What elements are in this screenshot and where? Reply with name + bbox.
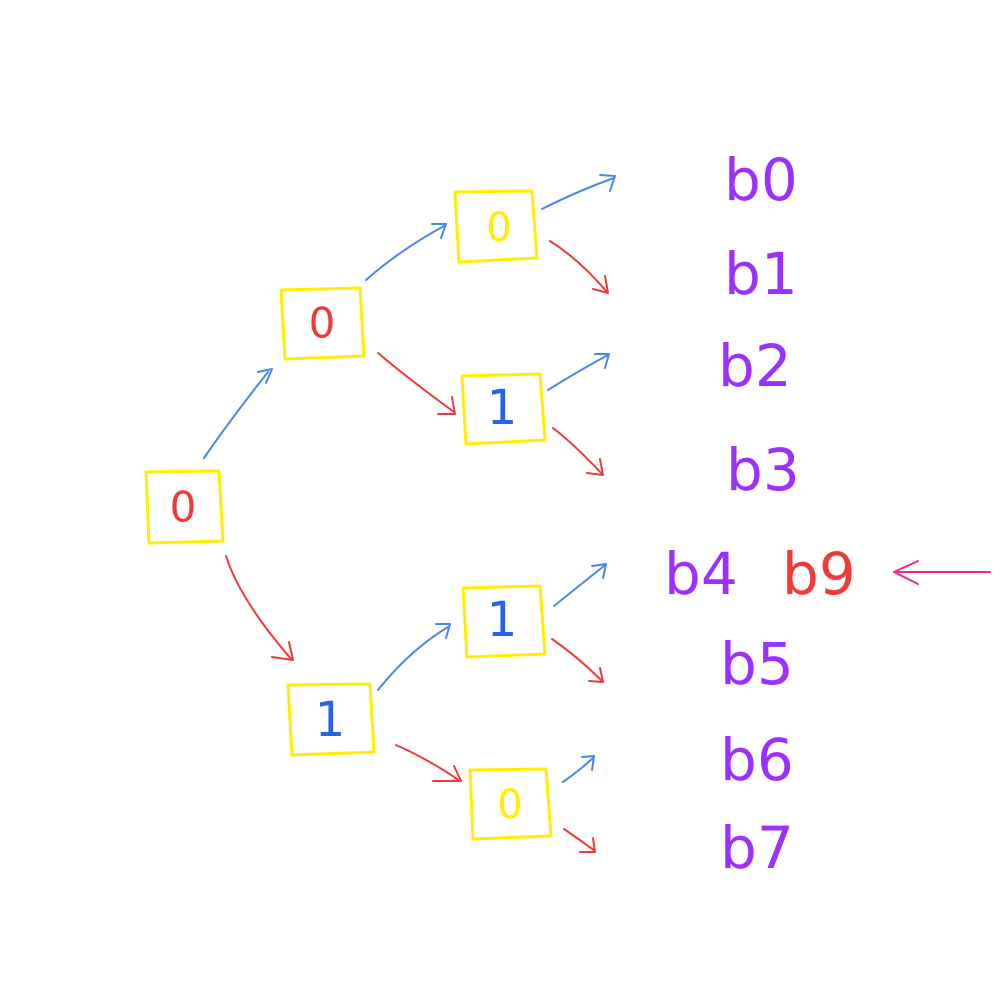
one-edges	[225, 240, 609, 853]
edge-1-11	[395, 744, 462, 782]
node-01: 1	[460, 372, 547, 446]
edge-10-leaf4	[553, 563, 607, 607]
edge-01-leaf3	[552, 427, 604, 476]
edge-11-leaf7	[563, 828, 596, 853]
leaf-b4: b4	[664, 540, 738, 608]
edge-root-1	[225, 555, 294, 661]
leaf-b6: b6	[720, 726, 794, 794]
node-01-label: 1	[487, 380, 518, 436]
leaf-b7: b7	[720, 814, 794, 882]
edge-11-leaf6	[562, 755, 595, 783]
leaf-b3: b3	[726, 436, 800, 504]
node-root-label: 0	[170, 483, 197, 532]
edge-0-00	[365, 223, 447, 281]
node-11: 0	[468, 767, 553, 841]
edge-1-10	[377, 623, 451, 691]
edge-10-leaf5	[551, 638, 604, 683]
pointer-arrow-icon	[893, 560, 991, 585]
node-1: 1	[286, 682, 376, 757]
node-0-label: 0	[309, 299, 336, 348]
leaf-b2: b2	[718, 332, 792, 400]
zero-edges	[203, 174, 616, 783]
leaf-b1: b1	[724, 240, 798, 308]
leaf-b5: b5	[720, 630, 794, 698]
edge-root-0	[203, 368, 273, 459]
node-00-label: 0	[486, 205, 511, 251]
leaf-labels: b0 b1 b2 b3 b4 b9 b5 b6 b7	[664, 146, 856, 882]
node-10: 1	[461, 584, 547, 659]
edge-00-leaf1	[549, 240, 609, 294]
node-1-label: 1	[315, 692, 346, 748]
node-0: 0	[279, 286, 366, 361]
leaf-b0: b0	[724, 146, 798, 214]
node-11-label: 0	[497, 782, 522, 828]
node-10-label: 1	[487, 592, 518, 648]
node-00: 0	[453, 189, 539, 264]
edge-0-01	[377, 352, 456, 415]
leaf-b9: b9	[782, 540, 856, 608]
node-root: 0	[144, 469, 225, 545]
edge-01-leaf2	[547, 353, 610, 391]
edge-00-leaf0	[541, 174, 616, 210]
